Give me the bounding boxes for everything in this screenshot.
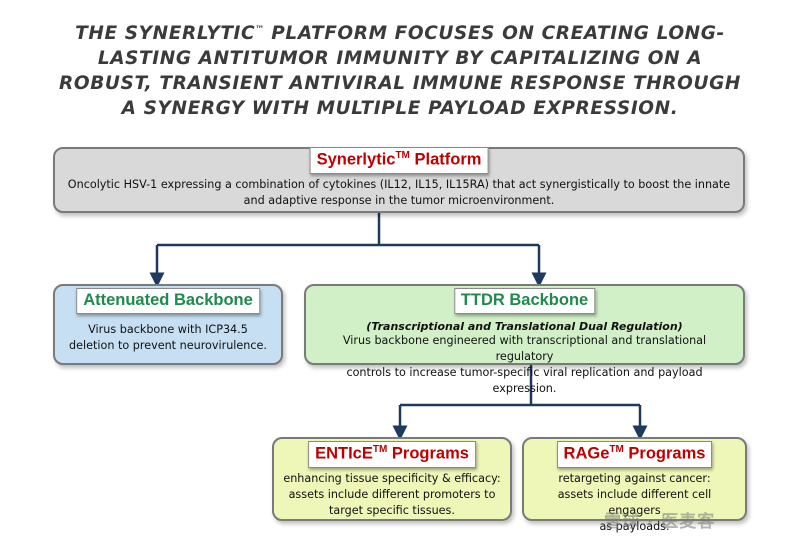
attenuated-backbone-box: Attenuated Backbone Virus backbone with … <box>53 284 283 365</box>
entice-description: enhancing tissue specificity & efficacy:… <box>280 471 504 519</box>
rage-title: RAGeTM Programs <box>556 441 713 468</box>
headline-line-4: A SYNERGY WITH MULTIPLE PAYLOAD EXPRESSI… <box>121 98 679 120</box>
ttdr-line: Virus backbone engineered with transcrip… <box>342 334 707 363</box>
ttdr-subtitle: (Transcriptional and Translational Dual … <box>366 320 683 333</box>
watermark: 雪球 · 医麦客 <box>604 512 716 532</box>
rage-title-text: Programs <box>623 444 706 463</box>
ttdr-title: TTDR Backbone <box>453 288 596 314</box>
entice-title-text: Programs <box>387 444 469 463</box>
trademark-mark: TM <box>609 444 624 455</box>
entice-title-text: ENTIcE <box>315 444 373 463</box>
synerlytic-platform-box: SynerlyticTM Platform Oncolytic HSV-1 ex… <box>53 147 745 213</box>
entice-line: assets include different promoters to <box>288 488 496 501</box>
attenuated-description: Virus backbone with ICP34.5 deletion to … <box>63 322 273 354</box>
rage-description: retargeting against cancer: assets inclu… <box>530 471 739 535</box>
trademark-mark: TM <box>395 150 410 161</box>
rage-programs-box: RAGeTM Programs retargeting against canc… <box>522 437 747 533</box>
ttdr-line: controls to increase tumor-specific vira… <box>346 366 703 395</box>
platform-title: SynerlyticTM Platform <box>309 147 489 174</box>
rage-title-text: RAGe <box>563 444 610 463</box>
trademark-mark: TM <box>372 444 388 455</box>
entice-line: enhancing tissue specificity & efficacy: <box>283 472 501 485</box>
platform-description: Oncolytic HSV-1 expressing a combination… <box>67 178 731 207</box>
headline: THE SYNERLYTIC™ PLATFORM FOCUSES ON CREA… <box>20 18 780 121</box>
headline-line-3: ROBUST, TRANSIENT ANTIVIRAL IMMUNE RESPO… <box>59 73 741 95</box>
entice-programs-box: ENTIcETM Programs enhancing tissue speci… <box>272 437 512 521</box>
trademark-mark: ™ <box>255 25 265 35</box>
rage-line: assets include different cell engagers <box>557 488 712 517</box>
ttdr-backbone-box: TTDR Backbone (Transcriptional and Trans… <box>304 284 745 395</box>
ttdr-description: Virus backbone engineered with transcrip… <box>314 333 735 397</box>
headline-text: THE SYNERLYTIC <box>75 23 256 45</box>
platform-title-text: Synerlytic <box>316 150 396 169</box>
headline-text: PLATFORM FOCUSES ON CREATING LONG- <box>264 23 725 45</box>
entice-line: target specific tissues. <box>329 504 455 517</box>
attenuated-line: Virus backbone with ICP34.5 <box>88 323 248 336</box>
attenuated-title: Attenuated Backbone <box>76 288 260 314</box>
rage-line: retargeting against cancer: <box>558 472 711 485</box>
attenuated-line: deletion to prevent neurovirulence. <box>69 339 267 352</box>
headline-line-2: LASTING ANTITUMOR IMMUNITY BY CAPITALIZI… <box>97 48 703 70</box>
platform-title-text: Platform <box>409 150 482 169</box>
headline-line-1: THE SYNERLYTIC™ PLATFORM FOCUSES ON CREA… <box>20 18 780 46</box>
rage-line: as payloads. <box>599 520 670 533</box>
entice-title: ENTIcETM Programs <box>308 441 476 468</box>
